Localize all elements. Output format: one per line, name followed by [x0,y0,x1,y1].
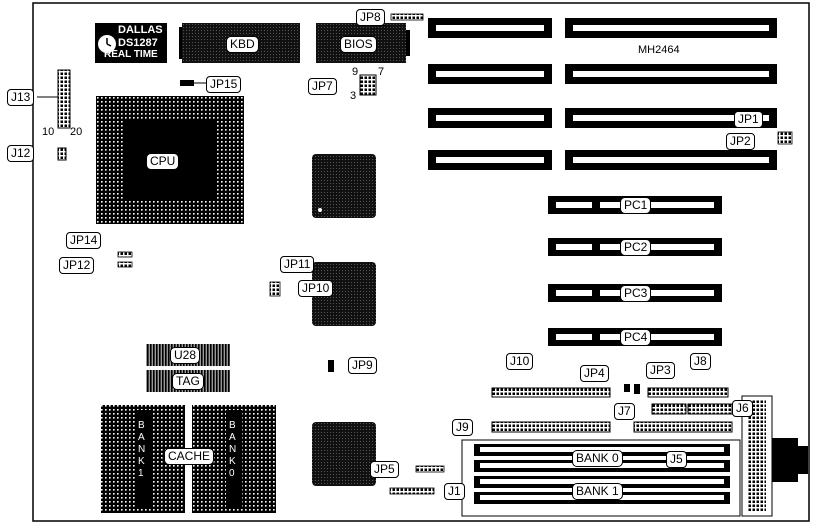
jp7-label: JP7 [308,78,337,95]
j9-label: J9 [452,419,473,436]
bank1-vertical-label: BANK1 [138,420,146,479]
j1-label: J1 [444,483,465,500]
j5-label: J5 [666,451,687,468]
jp3-label: JP3 [646,362,675,379]
chipset-1 [312,154,376,218]
jp8-label: JP8 [356,9,385,26]
jp4-label: JP4 [580,365,609,382]
jp3-header [634,384,640,394]
dallas-label-3: REAL TIME [104,49,158,60]
kbd-label: KBD [226,36,259,53]
jp1-label: JP1 [734,111,763,128]
j6-header [687,403,733,415]
u28-label: U28 [170,347,201,364]
j13-label: J13 [7,89,35,106]
j13-header [57,69,71,129]
j8-label: J8 [690,353,711,370]
cpu-label: CPU [146,153,180,170]
jp4-header [624,384,630,392]
pc3-label: PC3 [620,285,652,302]
chipset-3 [312,422,376,486]
bank0-vertical-label: BANK0 [229,420,237,479]
j6-label: J6 [732,400,753,417]
j12-label: J12 [7,145,35,162]
j12-header [57,147,67,161]
jp1-2-header [777,131,793,145]
jp12-label: JP12 [59,257,95,274]
dallas-label-1: DALLAS [118,24,163,36]
jp15-label: JP15 [206,76,242,93]
j10-header [491,387,611,398]
j1-header [389,487,435,495]
jp14-label: JP14 [66,232,102,249]
jp9-header [328,360,334,372]
j13-pin-20: 20 [70,126,83,138]
bank0-label: BANK 0 [572,450,623,467]
jp5-label: JP5 [370,461,399,478]
jp8-header [390,13,424,21]
jp7-pin-9: 9 [352,66,359,78]
jp10-11-header [269,281,281,297]
board-outline [32,2,810,522]
mh2464-label: MH2464 [638,44,680,56]
jp7-header [359,74,377,96]
j10-label: J10 [506,353,534,370]
j8-header [647,387,729,398]
expansion-slots [548,196,722,346]
jp11-label: JP11 [280,256,315,273]
jp14-header [117,251,133,258]
jp7-pin-7: 7 [378,66,385,78]
jp5-header [415,465,445,473]
dallas-label-2: DS1287 [118,37,158,49]
cache-label: CACHE [164,448,215,465]
bank1-label: BANK 1 [572,483,623,500]
rear-io-connector [741,395,808,517]
jp2-label: JP2 [726,133,755,150]
jp15-header [180,80,194,86]
j13-pin-10: 10 [42,126,55,138]
j7-header [651,403,687,415]
simm-sockets [428,18,777,170]
j9-header [491,421,611,433]
jp7-pin-3: 3 [350,90,357,102]
pc1-label: PC1 [620,197,652,214]
jp9-label: JP9 [348,357,377,374]
pc2-label: PC2 [620,239,652,256]
tag-label: TAG [172,373,204,390]
j7-label: J7 [614,403,635,420]
j5-header [633,421,733,433]
pc4-label: PC4 [620,329,652,346]
bios-label: BIOS [340,36,377,53]
chipset-2 [312,262,376,326]
jp10-label: JP10 [298,280,334,297]
jp12-header [117,261,133,268]
